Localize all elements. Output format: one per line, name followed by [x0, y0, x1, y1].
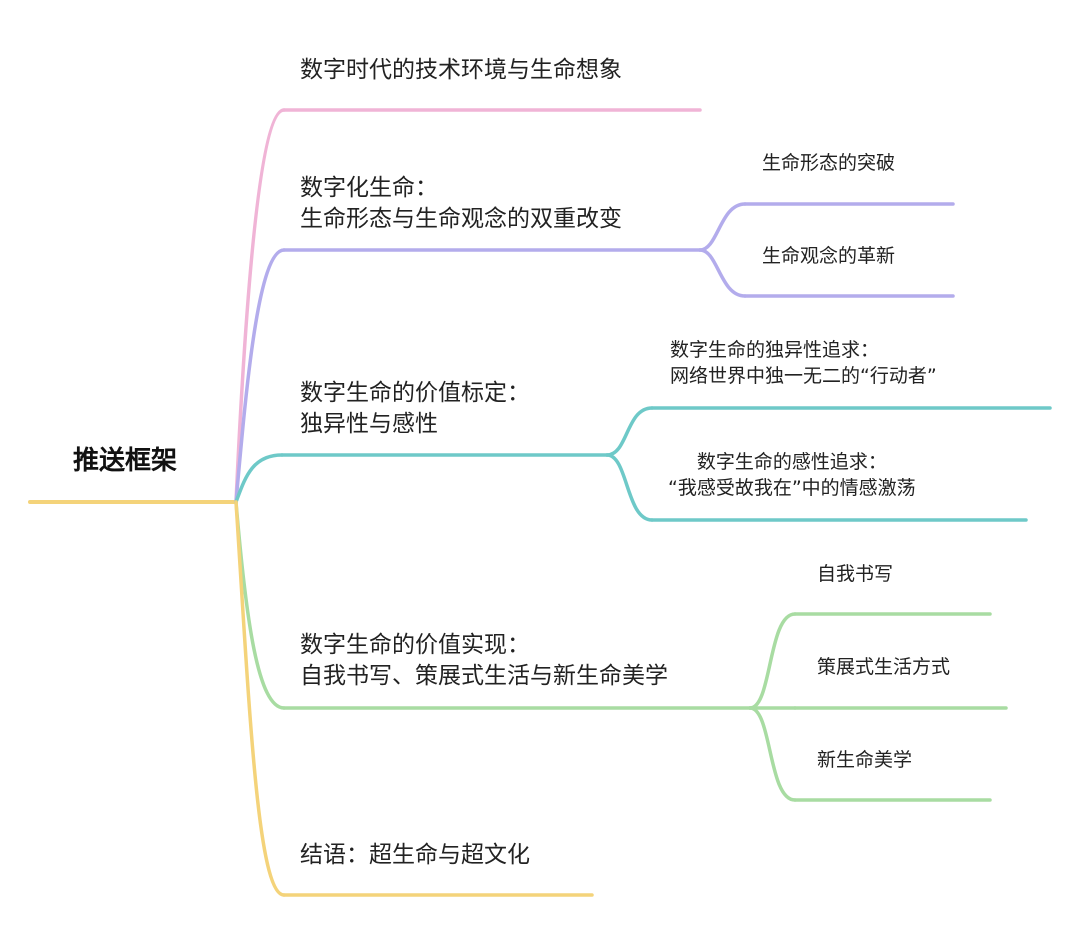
leaf-label: 自我书写 — [817, 562, 893, 588]
leaf-connector — [698, 248, 747, 298]
branch-label-line: 结语：超生命与超文化 — [300, 842, 530, 868]
branch-label-1: 数字时代的技术环境与生命想象 — [300, 55, 622, 86]
leaf-connector — [748, 706, 797, 802]
leaf-label-line: “我感受故我在”中的情感激荡 — [668, 476, 916, 499]
leaf-label: 策展式生活方式 — [817, 655, 950, 681]
branch-label-line: 独异性与感性 — [300, 411, 438, 438]
root-label: 推送框架 — [73, 446, 178, 476]
branch-connector-2 — [234, 248, 286, 504]
leaf-label-line: 数字生命的独异性追求： — [670, 339, 880, 361]
branch-label-line: 数字时代的技术环境与生命想象 — [300, 57, 622, 83]
leaf-connector — [605, 453, 654, 522]
leaf-label-line: 生命形态的突破 — [762, 152, 896, 174]
branch-connector-1 — [234, 108, 286, 504]
leaf-label: 新生命美学 — [817, 748, 912, 774]
leaf-label: 生命观念的革新 — [762, 244, 895, 270]
branch-connector-3 — [234, 453, 284, 504]
leaf-label-line: 数字生命的感性追求： — [696, 451, 887, 473]
leaf-label-line: 策展式生活方式 — [817, 656, 951, 678]
branch-label-2: 数字化生命： 生命形态与生命观念的双重改变 — [300, 173, 622, 236]
leaf-label-line: 自我书写 — [817, 563, 894, 585]
branch-label-4: 数字生命的价值实现： 自我书写、策展式生活与新生命美学 — [300, 630, 668, 693]
branch-label-5: 结语：超生命与超文化 — [300, 840, 530, 871]
leaf-connector — [748, 612, 797, 710]
leaf-label: 数字生命的独异性追求： 网络世界中独一无二的“行动者” — [670, 338, 937, 390]
leaf-label: 数字生命的感性追求： “我感受故我在”中的情感激荡 — [668, 450, 916, 502]
branch-label-line: 自我书写、策展式生活与新生命美学 — [300, 663, 668, 690]
leaf-label: 生命形态的突破 — [762, 151, 895, 177]
branch-connector-5 — [234, 500, 286, 897]
leaf-label-line: 新生命美学 — [817, 749, 913, 771]
leaf-label-line: 生命观念的革新 — [762, 245, 896, 267]
leaf-connector — [698, 202, 747, 252]
branch-label-line: 数字化生命： — [300, 175, 438, 201]
branch-label-line: 数字生命的价值标定： — [300, 380, 530, 406]
leaf-connector — [605, 406, 654, 457]
branch-label-line: 数字生命的价值实现： — [300, 632, 530, 658]
branch-label-3: 数字生命的价值标定： 独异性与感性 — [300, 378, 530, 441]
leaf-label-line: 网络世界中独一无二的“行动者” — [670, 364, 937, 387]
branch-label-line: 生命形态与生命观念的双重改变 — [300, 206, 622, 233]
